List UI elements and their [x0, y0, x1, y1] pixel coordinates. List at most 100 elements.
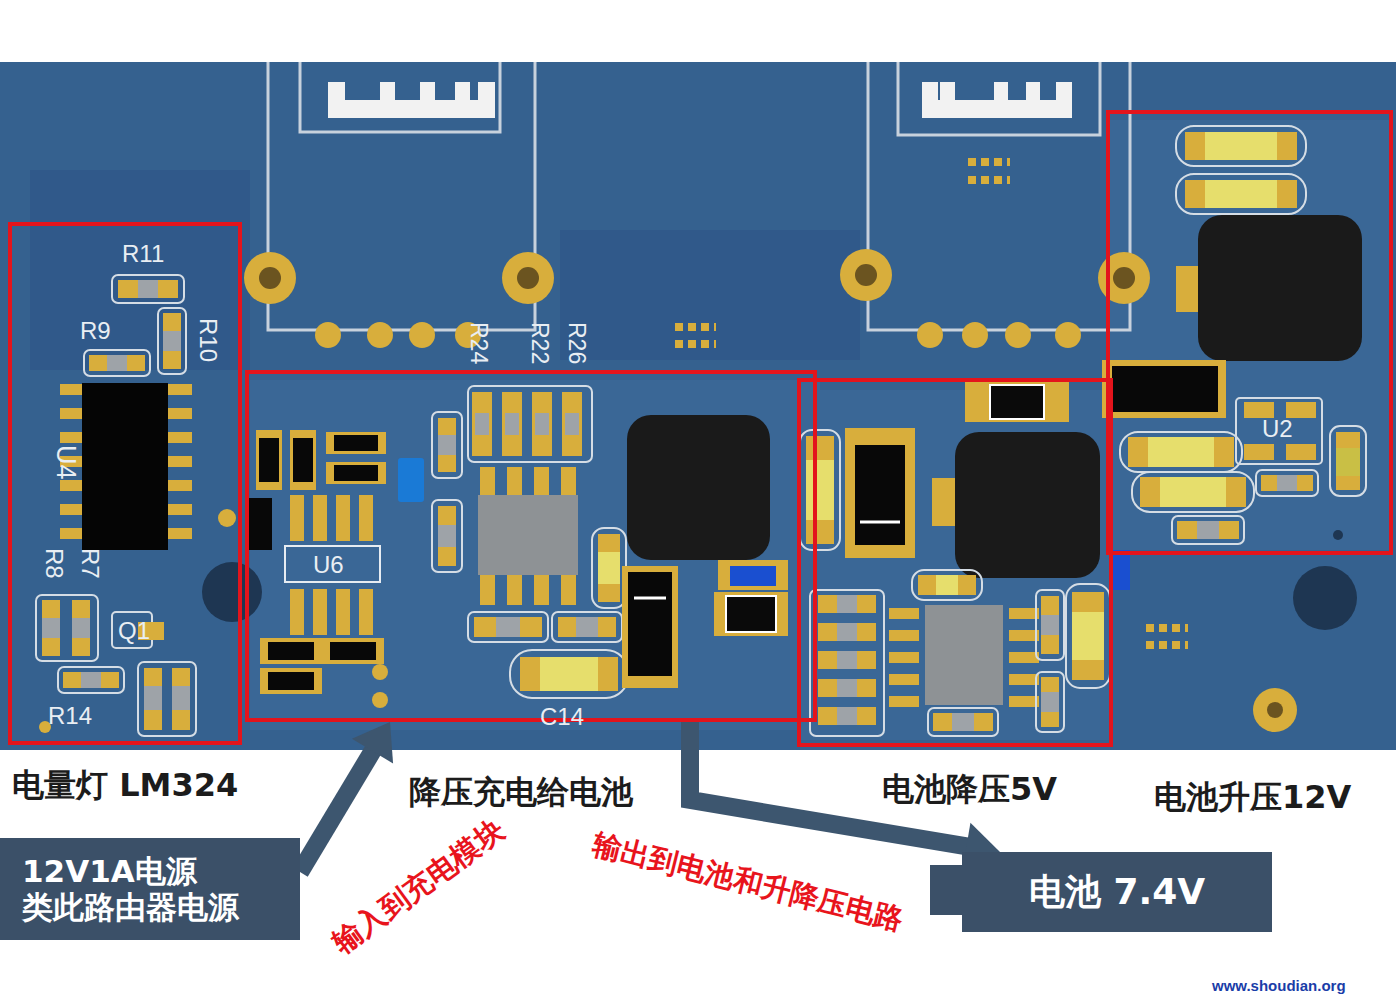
- arrow-label: 输出到电池和升降压电路: [589, 828, 906, 936]
- resistor-array-pads: [818, 595, 876, 735]
- resistor-outline: [84, 350, 150, 376]
- hole-centers: [259, 264, 1283, 718]
- pin-pad: [409, 322, 435, 348]
- label-box: 12V1A电源 类此路由器电源: [0, 838, 300, 940]
- resistor-pads: [1041, 677, 1059, 727]
- ic-pads: [1009, 608, 1039, 708]
- part-pads: [260, 668, 322, 694]
- resistor-body: [81, 672, 101, 688]
- silkscreen-label: R10: [196, 318, 220, 362]
- capacitor-pads: [1336, 432, 1360, 490]
- resistor-body: [1041, 692, 1059, 712]
- silkscreen-label: U6: [313, 553, 344, 577]
- smd-part: [268, 642, 314, 660]
- capacitor-body: [172, 686, 190, 710]
- mount-hole: [840, 249, 892, 301]
- diode-pads: [845, 428, 915, 558]
- resistor-outline: [1036, 672, 1064, 732]
- capacitor-body: [1336, 448, 1360, 476]
- inductor: [955, 432, 1100, 578]
- via-row: [968, 176, 1010, 184]
- ic-pads: [480, 467, 578, 497]
- silkscreen-label: R24: [467, 322, 490, 364]
- capacitor-body: [1148, 437, 1214, 467]
- capacitor-body: [144, 686, 162, 710]
- resistor-pads: [42, 600, 60, 656]
- resistor-pads: [474, 617, 542, 637]
- pin-pad: [1005, 322, 1031, 348]
- smd-part: [334, 465, 378, 481]
- capacitor-pads: [172, 668, 190, 730]
- resistor-pads: [1041, 596, 1059, 654]
- section-frame: 电池降压5V: [797, 378, 1113, 747]
- resistor-array-outline: [810, 590, 884, 736]
- silkscreen-label: R26: [565, 322, 588, 364]
- smd-part: [248, 498, 272, 550]
- section-frame: 电池升压12V: [1106, 110, 1393, 555]
- usb-outline: [868, 62, 1130, 330]
- smd-part: [268, 672, 314, 690]
- capacitor-pads: [1140, 477, 1246, 507]
- diode: [628, 572, 672, 676]
- pin-pad: [917, 322, 943, 348]
- diode: [990, 385, 1044, 419]
- capacitor-outline: [1132, 472, 1254, 512]
- led: [730, 566, 776, 586]
- ic-pads: [168, 384, 192, 546]
- silkscreen-label: R7: [78, 548, 102, 579]
- copper-pour: [30, 170, 250, 370]
- resistor-body: [1277, 475, 1297, 491]
- hole: [202, 562, 262, 622]
- capacitor-body: [1205, 132, 1277, 160]
- resistor-body: [952, 713, 974, 731]
- arrow-head: [352, 722, 393, 764]
- smd-part: [334, 435, 378, 451]
- resistor-outline: [1036, 590, 1064, 660]
- via-row: [1146, 641, 1188, 649]
- copper-pour: [1110, 120, 1390, 550]
- capacitor-outline: [138, 662, 196, 736]
- resistor-pads: [558, 617, 616, 637]
- resistor-pads: [438, 506, 456, 566]
- resistor-pads: [163, 313, 181, 369]
- mount-holes: [218, 249, 1297, 732]
- resistor-pads: [438, 418, 456, 472]
- pin-pad: [367, 322, 393, 348]
- resistor-outline: [552, 612, 622, 642]
- resistor-pads: [72, 600, 90, 656]
- box-text: 电池 7.4V: [1029, 871, 1205, 913]
- led: [1112, 550, 1130, 590]
- ic-pads: [889, 608, 919, 708]
- via-row: [1146, 624, 1188, 632]
- via-row: [675, 323, 716, 331]
- capacitor-pads: [806, 436, 834, 544]
- diode-band: [634, 597, 666, 600]
- capacitor-body: [936, 575, 958, 595]
- ic-pads: [290, 495, 374, 541]
- resistor-pads: [89, 355, 145, 371]
- capacitor-body: [598, 552, 620, 584]
- ic-outline: [1236, 398, 1322, 464]
- via: [372, 664, 388, 680]
- capacitor-pads: [1128, 437, 1234, 467]
- drill: [517, 267, 539, 289]
- inductor: [627, 415, 770, 560]
- pin-pad: [315, 322, 341, 348]
- silkscreen-label: R22: [528, 322, 551, 364]
- capacitor-pads: [1072, 592, 1104, 680]
- capacitor-outline: [912, 570, 982, 600]
- resistor-outline: [58, 667, 124, 693]
- capacitor-outline: [800, 430, 840, 550]
- usb-tongue: [328, 82, 495, 118]
- via: [372, 692, 388, 708]
- resistor-body: [72, 618, 90, 638]
- drill: [855, 264, 877, 286]
- ic-u4: [82, 383, 168, 550]
- smd-part: [330, 642, 376, 660]
- section-heading: 电池降压5V: [882, 771, 1057, 807]
- resistor-body: [138, 280, 158, 298]
- usb-slot: [300, 62, 500, 132]
- pin-pad: [962, 322, 988, 348]
- resistor-body: [576, 617, 598, 637]
